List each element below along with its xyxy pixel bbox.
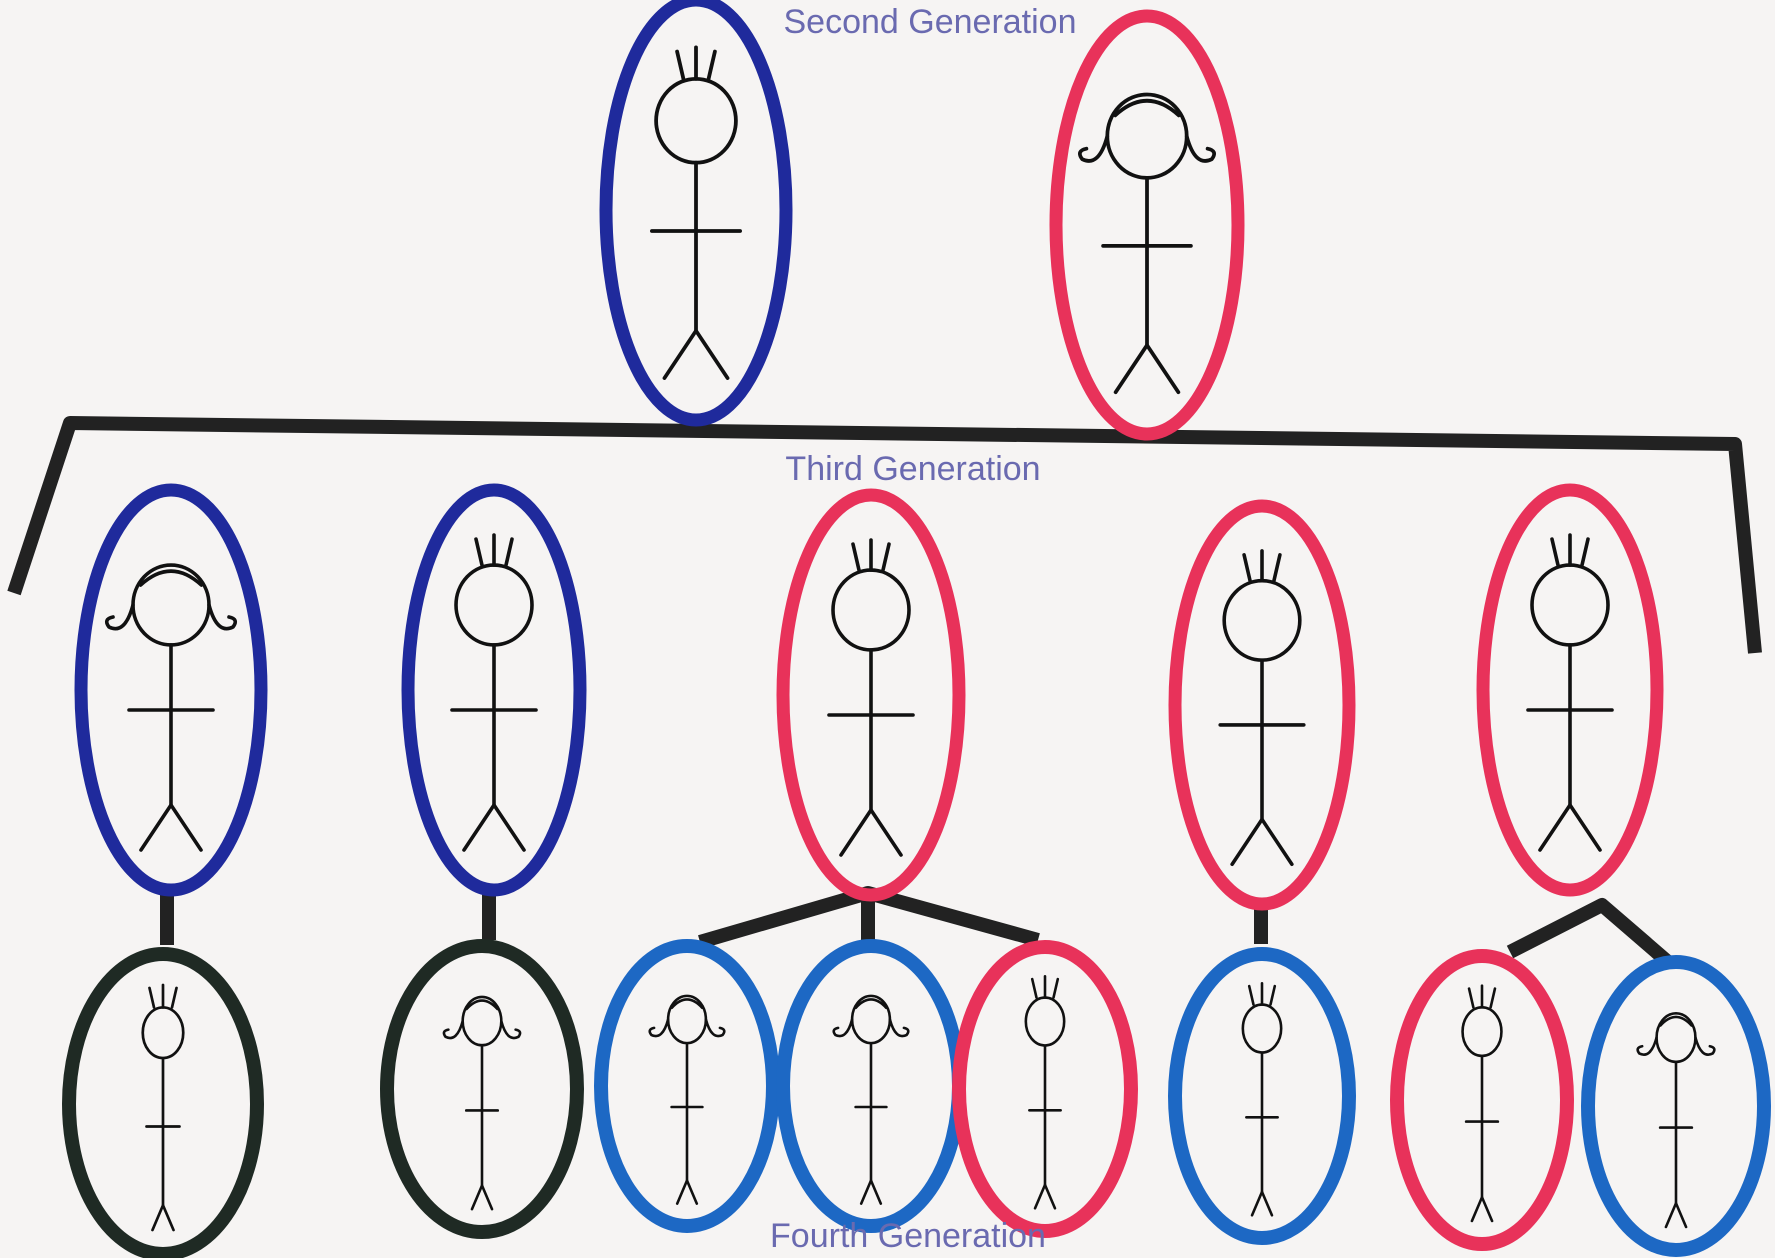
stick-figure-head (454, 563, 534, 647)
person-ring (401, 483, 587, 897)
stick-figure-head (131, 563, 211, 647)
stick-figure-legs (1250, 1190, 1274, 1217)
person-fourth-8 (1581, 955, 1771, 1257)
second-generation-group (599, 0, 1245, 441)
stick-figure-legs (1033, 1183, 1057, 1210)
fourth-generation-group (62, 939, 1771, 1258)
person-ring (380, 939, 584, 1239)
person-fourth-1 (62, 947, 264, 1258)
stick-figure-legs (1538, 803, 1602, 852)
stick-figure-head (654, 76, 738, 165)
stick-figure-head (1530, 563, 1610, 647)
stick-figure-legs (662, 328, 730, 380)
stick-figure-head (1461, 1005, 1503, 1058)
person-ring (1390, 949, 1574, 1251)
stick-figure-head (850, 994, 892, 1045)
long-hair-icon (1078, 99, 1216, 163)
person-ring (74, 483, 268, 897)
stick-figure-legs (1470, 1195, 1494, 1223)
stick-figure-legs (1664, 1201, 1688, 1229)
stick-figure-head (141, 1006, 185, 1060)
person-ring (62, 947, 264, 1258)
person-ring (599, 0, 793, 427)
person-fourth-3 (594, 939, 780, 1233)
person-ring (952, 940, 1138, 1238)
spiky-hair-icon (148, 983, 178, 1009)
spiky-hair-icon (675, 45, 717, 81)
long-hair-icon (832, 998, 910, 1038)
person-fourth-7 (1390, 949, 1574, 1251)
person-fourth-6 (1168, 947, 1356, 1245)
stick-figure-head (666, 994, 708, 1045)
stick-figure-legs (675, 1179, 699, 1205)
person-ring (1476, 483, 1664, 897)
stick-figure-head (1105, 92, 1189, 180)
stick-figure-legs (859, 1179, 883, 1205)
third-generation-label: Third Generation (785, 450, 1041, 488)
person-fourth-2 (380, 939, 584, 1239)
spiky-hair-icon (851, 538, 891, 572)
stick-figure-legs (1230, 817, 1294, 866)
person-third-5 (1476, 483, 1664, 897)
stick-figure-legs (139, 803, 203, 852)
stick-figure-legs (470, 1184, 494, 1211)
long-hair-icon (648, 998, 726, 1038)
spiky-hair-icon (1550, 533, 1590, 567)
sibling-bracket-connector (7, 416, 1762, 654)
stick-figure-head (1241, 1003, 1283, 1054)
spiky-hair-icon (474, 533, 514, 567)
person-ring (594, 939, 780, 1233)
stick-figure-legs (1113, 343, 1181, 395)
person-ring (776, 488, 966, 902)
spiky-hair-icon (1467, 984, 1497, 1009)
spiky-hair-icon (1242, 549, 1282, 583)
long-hair-icon (1636, 1015, 1716, 1056)
person-third-3 (776, 488, 966, 902)
stick-figure-legs (151, 1203, 175, 1232)
person-second-1 (599, 0, 793, 427)
spiky-hair-icon (1247, 981, 1277, 1006)
person-third-2 (401, 483, 587, 897)
stick-figure-head (831, 568, 911, 652)
second-generation-label: Second Generation (783, 3, 1077, 41)
third-generation-group (74, 483, 1664, 911)
person-fourth-5 (952, 940, 1138, 1238)
stick-figure-legs (839, 808, 903, 857)
person-ring (1168, 499, 1356, 911)
stick-figure-head (1024, 996, 1066, 1047)
person-third-1 (74, 483, 268, 897)
long-hair-icon (104, 569, 238, 631)
person-ring (1168, 947, 1356, 1245)
fourth-generation-label: Fourth Generation (770, 1217, 1046, 1255)
parent-children-branch-connector (1506, 898, 1673, 968)
person-second-2 (1049, 9, 1245, 441)
stick-figure-head (1222, 578, 1302, 662)
person-ring (1049, 9, 1245, 441)
stick-figure-head (1655, 1011, 1697, 1064)
stick-figure-legs (462, 803, 526, 852)
person-fourth-4 (776, 939, 966, 1233)
person-ring (1581, 955, 1771, 1257)
stick-figure-head (461, 995, 503, 1047)
long-hair-icon (442, 999, 522, 1040)
spiky-hair-icon (1030, 974, 1060, 999)
person-third-4 (1168, 499, 1356, 911)
